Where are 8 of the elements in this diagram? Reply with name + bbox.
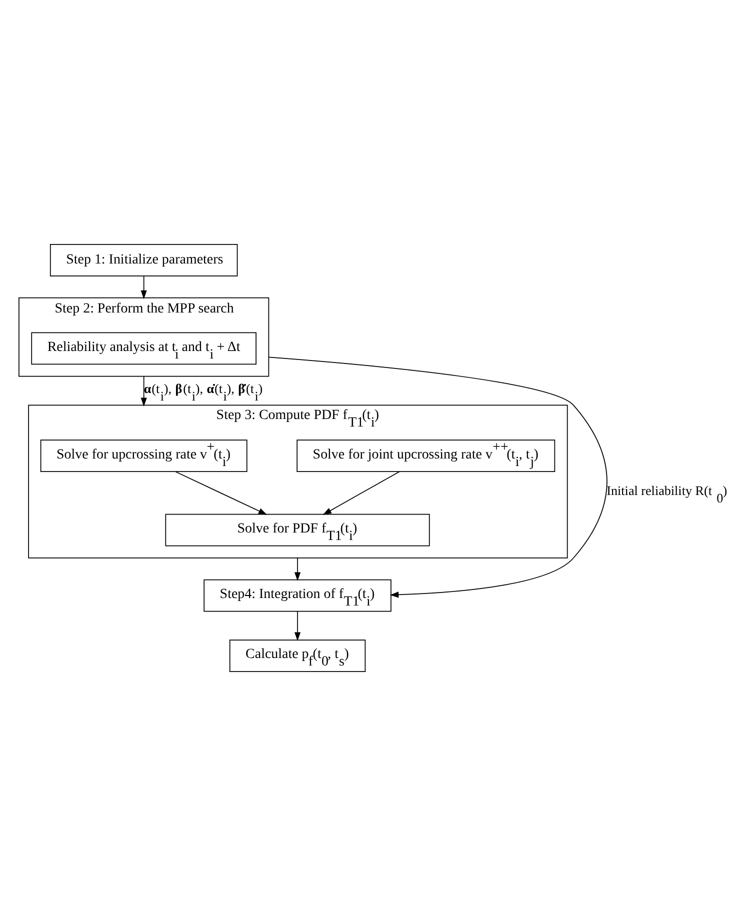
arrow bbox=[140, 276, 147, 300]
arrow bbox=[322, 471, 400, 515]
arrow bbox=[140, 376, 147, 406]
arrow bbox=[268, 356, 608, 598]
arrow bbox=[175, 471, 268, 515]
arrow bbox=[294, 611, 301, 642]
node-box: Step 1: Initialize parameters bbox=[50, 244, 238, 276]
arrow bbox=[294, 558, 301, 581]
